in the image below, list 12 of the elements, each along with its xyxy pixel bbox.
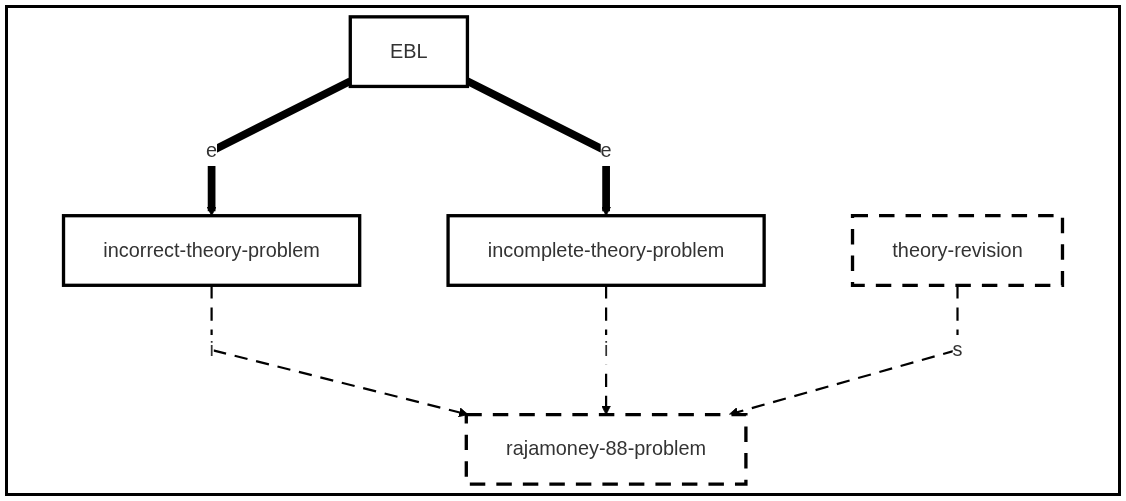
arrow — [210, 285, 469, 418]
edge-label: e — [600, 139, 612, 162]
node-box: rajamoney-88-problem — [464, 412, 748, 486]
edge-label: i — [209, 338, 214, 361]
arrow — [601, 285, 611, 415]
node-box: incomplete-theory-problem — [446, 214, 766, 287]
edge-label: s — [952, 338, 963, 361]
node-box: theory-revision — [850, 214, 1065, 287]
node-box: EBL — [348, 15, 470, 89]
edge-label: i — [603, 338, 609, 361]
node-box: incorrect-theory-problem — [61, 214, 362, 287]
edge-label: e — [206, 139, 218, 162]
